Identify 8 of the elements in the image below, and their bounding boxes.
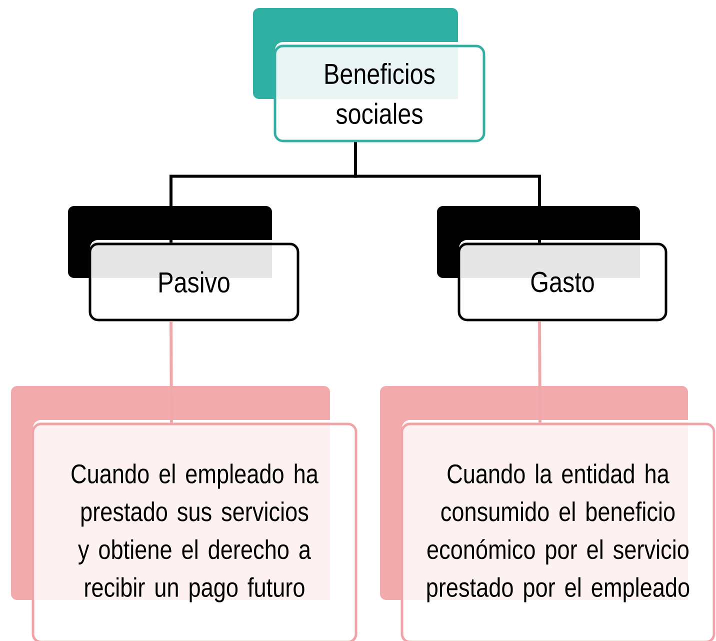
connector-line <box>170 321 173 423</box>
process-box: Gasto <box>437 206 668 322</box>
process-box: Cuando el empleado ha prestado sus servicios y obtiene el derecho a recibir un pago futuro <box>11 386 358 641</box>
process-box: Cuando la entidad ha consumido el beneficio económico por el servicio prestado por el empleado <box>380 386 716 641</box>
process-box: Beneficios sociales <box>253 8 486 142</box>
connector-line <box>354 142 541 243</box>
connector-line <box>538 321 542 423</box>
process-box: Pasivo <box>68 206 300 322</box>
